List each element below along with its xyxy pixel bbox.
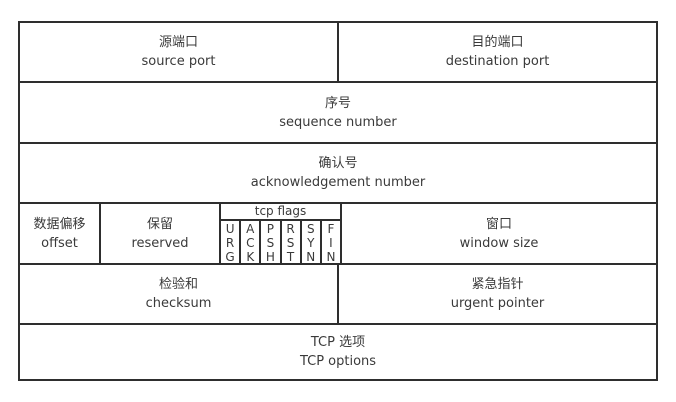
flag-letter: S [266,236,275,250]
flag-syn: S Y N [299,221,320,264]
tcp-flags-grid: U R G A C K P S H R S T [221,221,340,264]
field-urgent-pointer: 紧急指针 urgent pointer [337,265,656,323]
label-zh: 保留 [146,216,173,232]
label-zh: 检验和 [158,277,198,292]
flag-letter: G [225,250,235,264]
row-offset-flags-window: 数据偏移 offset 保留 reserved tcp flags U R G … [20,202,656,264]
label-zh: 数据偏移 [33,216,86,232]
field-checksum: 检验和 checksum [20,265,337,323]
flag-letter: R [286,222,295,236]
label-en: source port [141,54,216,69]
flag-fin: F I N [319,221,340,264]
label-zh: 源端口 [158,35,198,50]
label-en: urgent pointer [450,296,545,311]
flag-letter: S [306,222,315,236]
label-zh: 紧急指针 [471,277,524,292]
flag-urg: U R G [221,221,239,264]
field-data-offset: 数据偏移 offset [20,204,99,263]
flag-letter: K [246,250,255,264]
label-en: reserved [131,235,189,251]
flag-letter: F [327,222,335,236]
flag-letter: I [329,236,333,250]
flag-letter: R [225,236,235,250]
tcp-header-diagram: 源端口 source port 目的端口 destination port 序号… [18,21,658,381]
flag-letter: N [326,250,336,264]
field-tcp-flags: tcp flags U R G A C K P S H R [219,204,340,264]
label-en: window size [459,235,539,251]
label-en: sequence number [279,114,397,130]
field-reserved: 保留 reserved [99,204,219,263]
flag-letter: H [265,250,275,264]
field-destination-port: 目的端口 destination port [337,23,656,81]
label-zh: TCP 选项 [310,335,366,350]
label-en: destination port [445,54,550,69]
flag-letter: Y [307,236,315,250]
flag-letter: N [306,250,316,264]
field-source-port: 源端口 source port [20,23,337,81]
field-window-size: 窗口 window size [340,204,656,263]
label-zh: 序号 [324,95,351,111]
label-en: checksum [145,296,212,311]
row-acknowledgement-number: 确认号 acknowledgement number [20,142,656,202]
flag-psh: P S H [259,221,279,264]
flag-letter: T [286,250,295,264]
row-sequence-number: 序号 sequence number [20,81,656,142]
field-tcp-options: TCP 选项 TCP options [20,325,656,379]
label-zh: 确认号 [318,156,358,171]
flag-letter: A [246,222,255,236]
field-sequence-number: 序号 sequence number [20,83,656,142]
flag-letter: C [246,236,255,250]
row-tcp-options: TCP 选项 TCP options [20,323,656,379]
label-en: offset [41,235,78,251]
flag-rst: R S T [279,221,300,264]
flag-ack: A C K [239,221,259,264]
label-en: TCP options [299,354,377,369]
tcp-flags-header: tcp flags [221,204,340,221]
label-en: acknowledgement number [250,175,426,190]
flag-letter: U [225,222,235,236]
label-zh: 目的端口 [471,35,524,50]
label-zh: 窗口 [485,216,512,232]
flag-letter: S [286,236,295,250]
field-acknowledgement-number: 确认号 acknowledgement number [20,144,656,202]
flag-letter: P [266,222,275,236]
row-checksum-urgent: 检验和 checksum 紧急指针 urgent pointer [20,263,656,323]
row-ports: 源端口 source port 目的端口 destination port [20,23,656,81]
